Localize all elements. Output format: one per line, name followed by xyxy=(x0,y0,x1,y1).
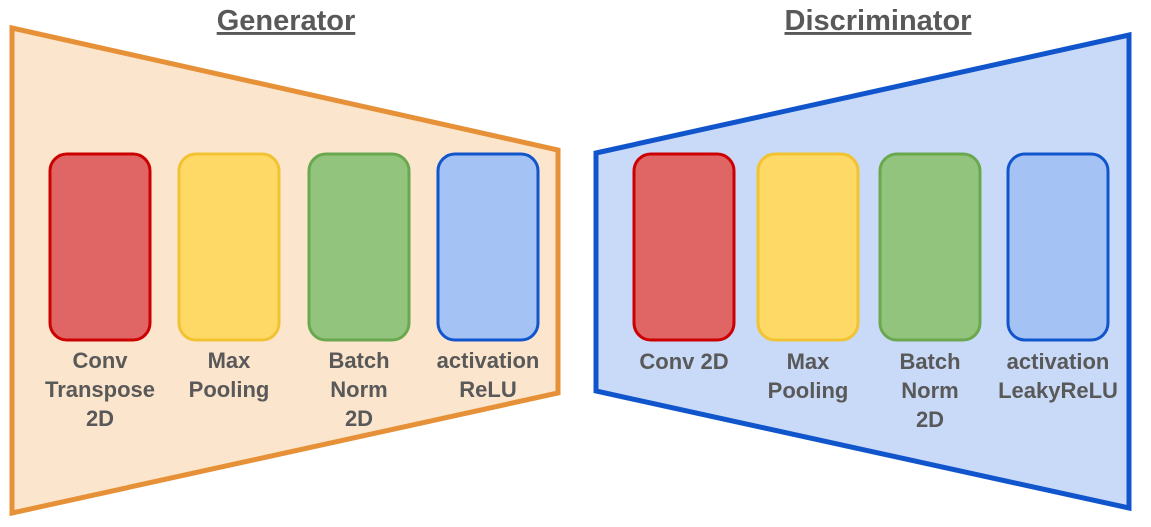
discriminator-title: Discriminator xyxy=(785,5,972,37)
discriminator-block-1 xyxy=(632,152,736,342)
generator-title: Generator xyxy=(217,5,356,37)
discriminator-block-3 xyxy=(878,152,982,342)
generator-trapezoid xyxy=(9,24,561,517)
discriminator-block-label-1: Conv 2D xyxy=(639,349,728,374)
generator-block-4 xyxy=(436,152,540,342)
discriminator-block-4 xyxy=(1006,152,1110,342)
discriminator-trapezoid xyxy=(593,31,1132,512)
generator-block-2 xyxy=(177,152,281,342)
generator-block-1 xyxy=(48,152,152,342)
discriminator-block-2 xyxy=(756,152,860,342)
generator-block-3 xyxy=(307,152,411,342)
